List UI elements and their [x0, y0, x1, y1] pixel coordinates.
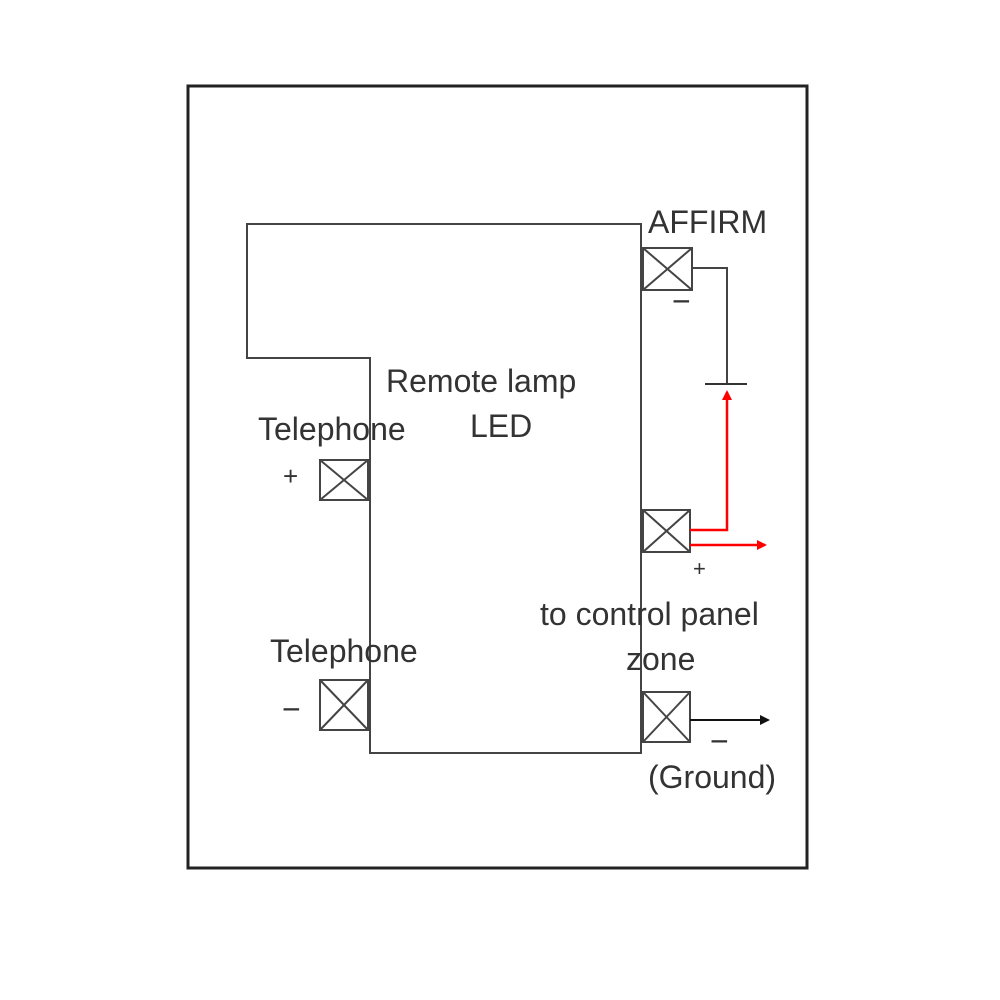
zone-polarity: +	[693, 556, 706, 581]
outer-frame	[186, 84, 809, 870]
terminal-ground	[642, 691, 691, 743]
terminal-zone-plus	[642, 509, 691, 553]
ground-label: (Ground)	[648, 759, 776, 795]
telephone-plus-polarity: +	[283, 461, 298, 491]
device-label-line1: Remote lamp	[386, 363, 576, 399]
ground-polarity: −	[710, 723, 729, 759]
terminal-telephone-minus	[319, 679, 369, 731]
device-label-line2: LED	[470, 408, 532, 444]
affirm-wire	[692, 267, 728, 384]
terminal-telephone-plus	[319, 459, 369, 501]
device-outline	[246, 223, 642, 754]
affirm-polarity: −	[672, 283, 691, 319]
telephone-minus-polarity: −	[282, 691, 301, 727]
zone-label-line1: to control panel	[540, 596, 759, 632]
terminal-affirm	[642, 247, 693, 291]
current-arrow-up	[690, 390, 732, 532]
telephone-minus-label: Telephone	[270, 633, 418, 669]
zone-label-line2: zone	[626, 641, 695, 677]
affirm-label: AFFIRM	[648, 204, 767, 240]
telephone-plus-label: Telephone	[258, 411, 406, 447]
